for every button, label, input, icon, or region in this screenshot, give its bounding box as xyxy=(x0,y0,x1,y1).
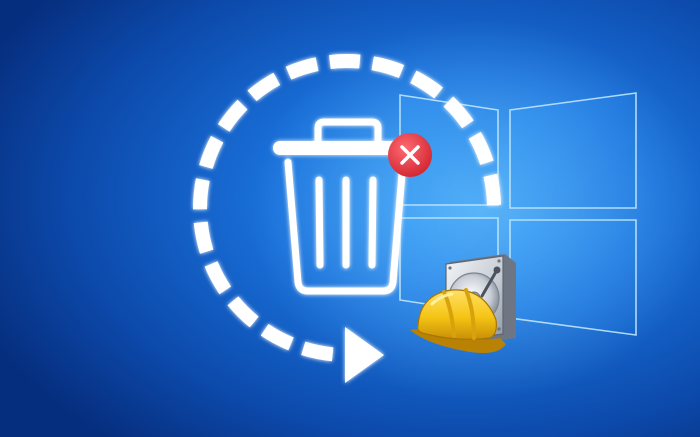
trash-can-icon xyxy=(273,118,420,295)
hard-hat-icon xyxy=(410,288,506,353)
close-icon xyxy=(388,133,432,177)
hard-drive-hardhat-icon xyxy=(410,254,516,353)
circular-arrow-icon xyxy=(193,54,501,383)
